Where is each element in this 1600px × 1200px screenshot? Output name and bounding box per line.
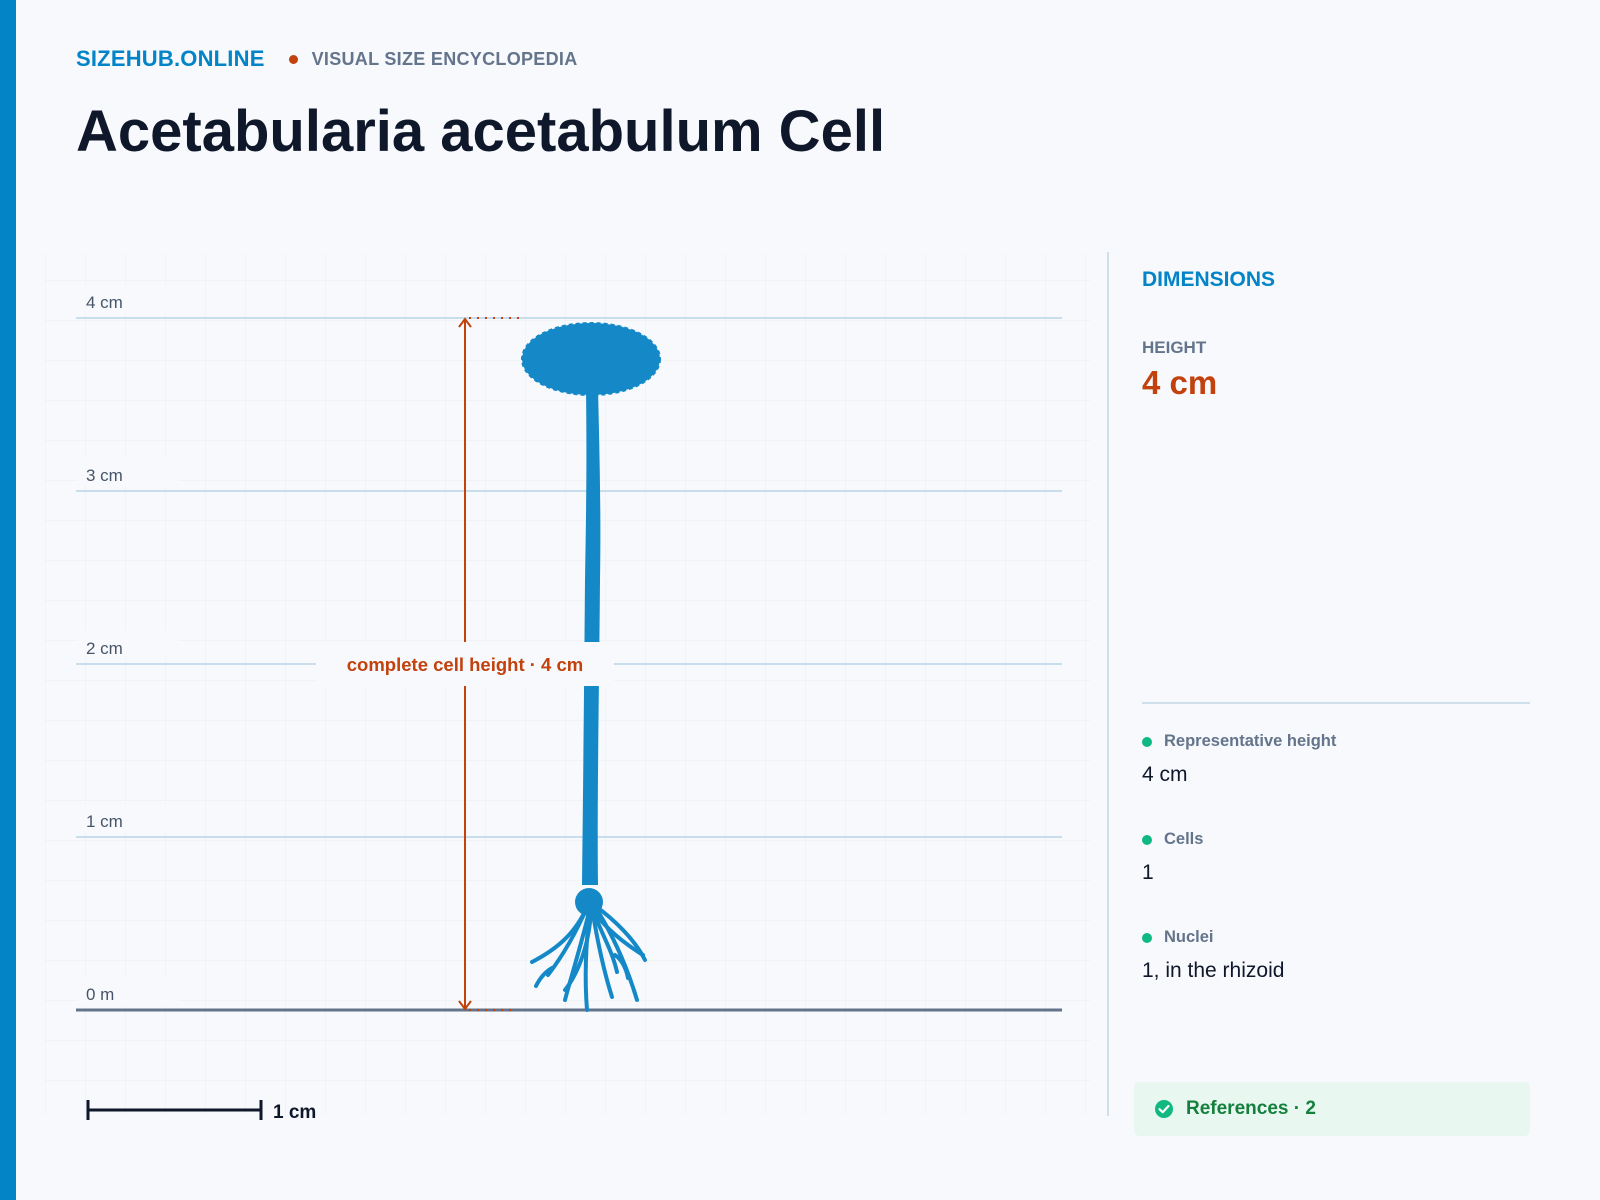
page-title: Acetabularia acetabulum Cell (76, 99, 886, 164)
check-circle-icon (1154, 1099, 1174, 1119)
tick-label-bg (78, 458, 178, 486)
scale-bar: 1 cm (86, 1100, 316, 1123)
fact-label: Nuclei (1164, 928, 1214, 946)
site-header: SIZEHUB.ONLINE VISUAL SIZE ENCYCLOPEDIA (76, 46, 578, 72)
tick-label: 2 cm (86, 639, 123, 658)
tagline: VISUAL SIZE ENCYCLOPEDIA (311, 48, 578, 69)
fact-nuclei: Nuclei 1, in the rhizoid (1142, 928, 1284, 983)
fact-value: 1, in the rhizoid (1142, 959, 1285, 982)
fact-label: Representative height (1164, 732, 1337, 750)
tick-label: 1 cm (86, 812, 123, 831)
size-diagram: 4 cm 3 cm 2 cm 1 cm 0 m complete cell height… (45, 253, 1090, 1123)
fact-value: 4 cm (1142, 763, 1188, 786)
specimen-cell (521, 322, 661, 1012)
rhizoid-nucleus (575, 888, 603, 916)
measure-label-bg (316, 642, 614, 686)
fact-value: 1 (1142, 861, 1154, 884)
scale-bar-label: 1 cm (273, 1102, 316, 1123)
tick-label-bg (78, 285, 178, 313)
references-label: References · 2 (1186, 1098, 1316, 1119)
tick-label-bg (78, 804, 178, 832)
bullet-dot-icon (1142, 932, 1152, 943)
panel-divider (1107, 252, 1109, 1116)
accent-bar (0, 0, 16, 1200)
tick-label-bg (78, 631, 178, 659)
bullet-dot-icon (1142, 834, 1152, 845)
metric-value: 4 cm (1142, 364, 1218, 401)
cap-disc (521, 322, 661, 396)
fact-representative-height: Representative height 4 cm (1142, 732, 1336, 787)
separator-dot-icon (288, 54, 298, 64)
panel-title: DIMENSIONS (1142, 268, 1276, 291)
panel-separator (1142, 702, 1530, 704)
brand-link[interactable]: SIZEHUB.ONLINE (76, 46, 265, 71)
metric-label: HEIGHT (1142, 338, 1207, 357)
height-measure: complete cell height · 4 cm (316, 317, 614, 1011)
arrow-down-icon (458, 1000, 472, 1011)
fact-cells: Cells 1 (1142, 830, 1203, 885)
measure-label: complete cell height · 4 cm (347, 654, 583, 675)
tick-label: 3 cm (86, 466, 123, 485)
arrow-up-icon (458, 317, 472, 328)
tick-label-bg (78, 977, 178, 1005)
tick-label: 4 cm (86, 293, 123, 312)
tick-label: 0 m (86, 985, 114, 1004)
bullet-dot-icon (1142, 736, 1152, 747)
cell-stalk (582, 388, 601, 885)
fact-label: Cells (1164, 830, 1204, 848)
references-button[interactable]: References · 2 (1134, 1082, 1530, 1136)
